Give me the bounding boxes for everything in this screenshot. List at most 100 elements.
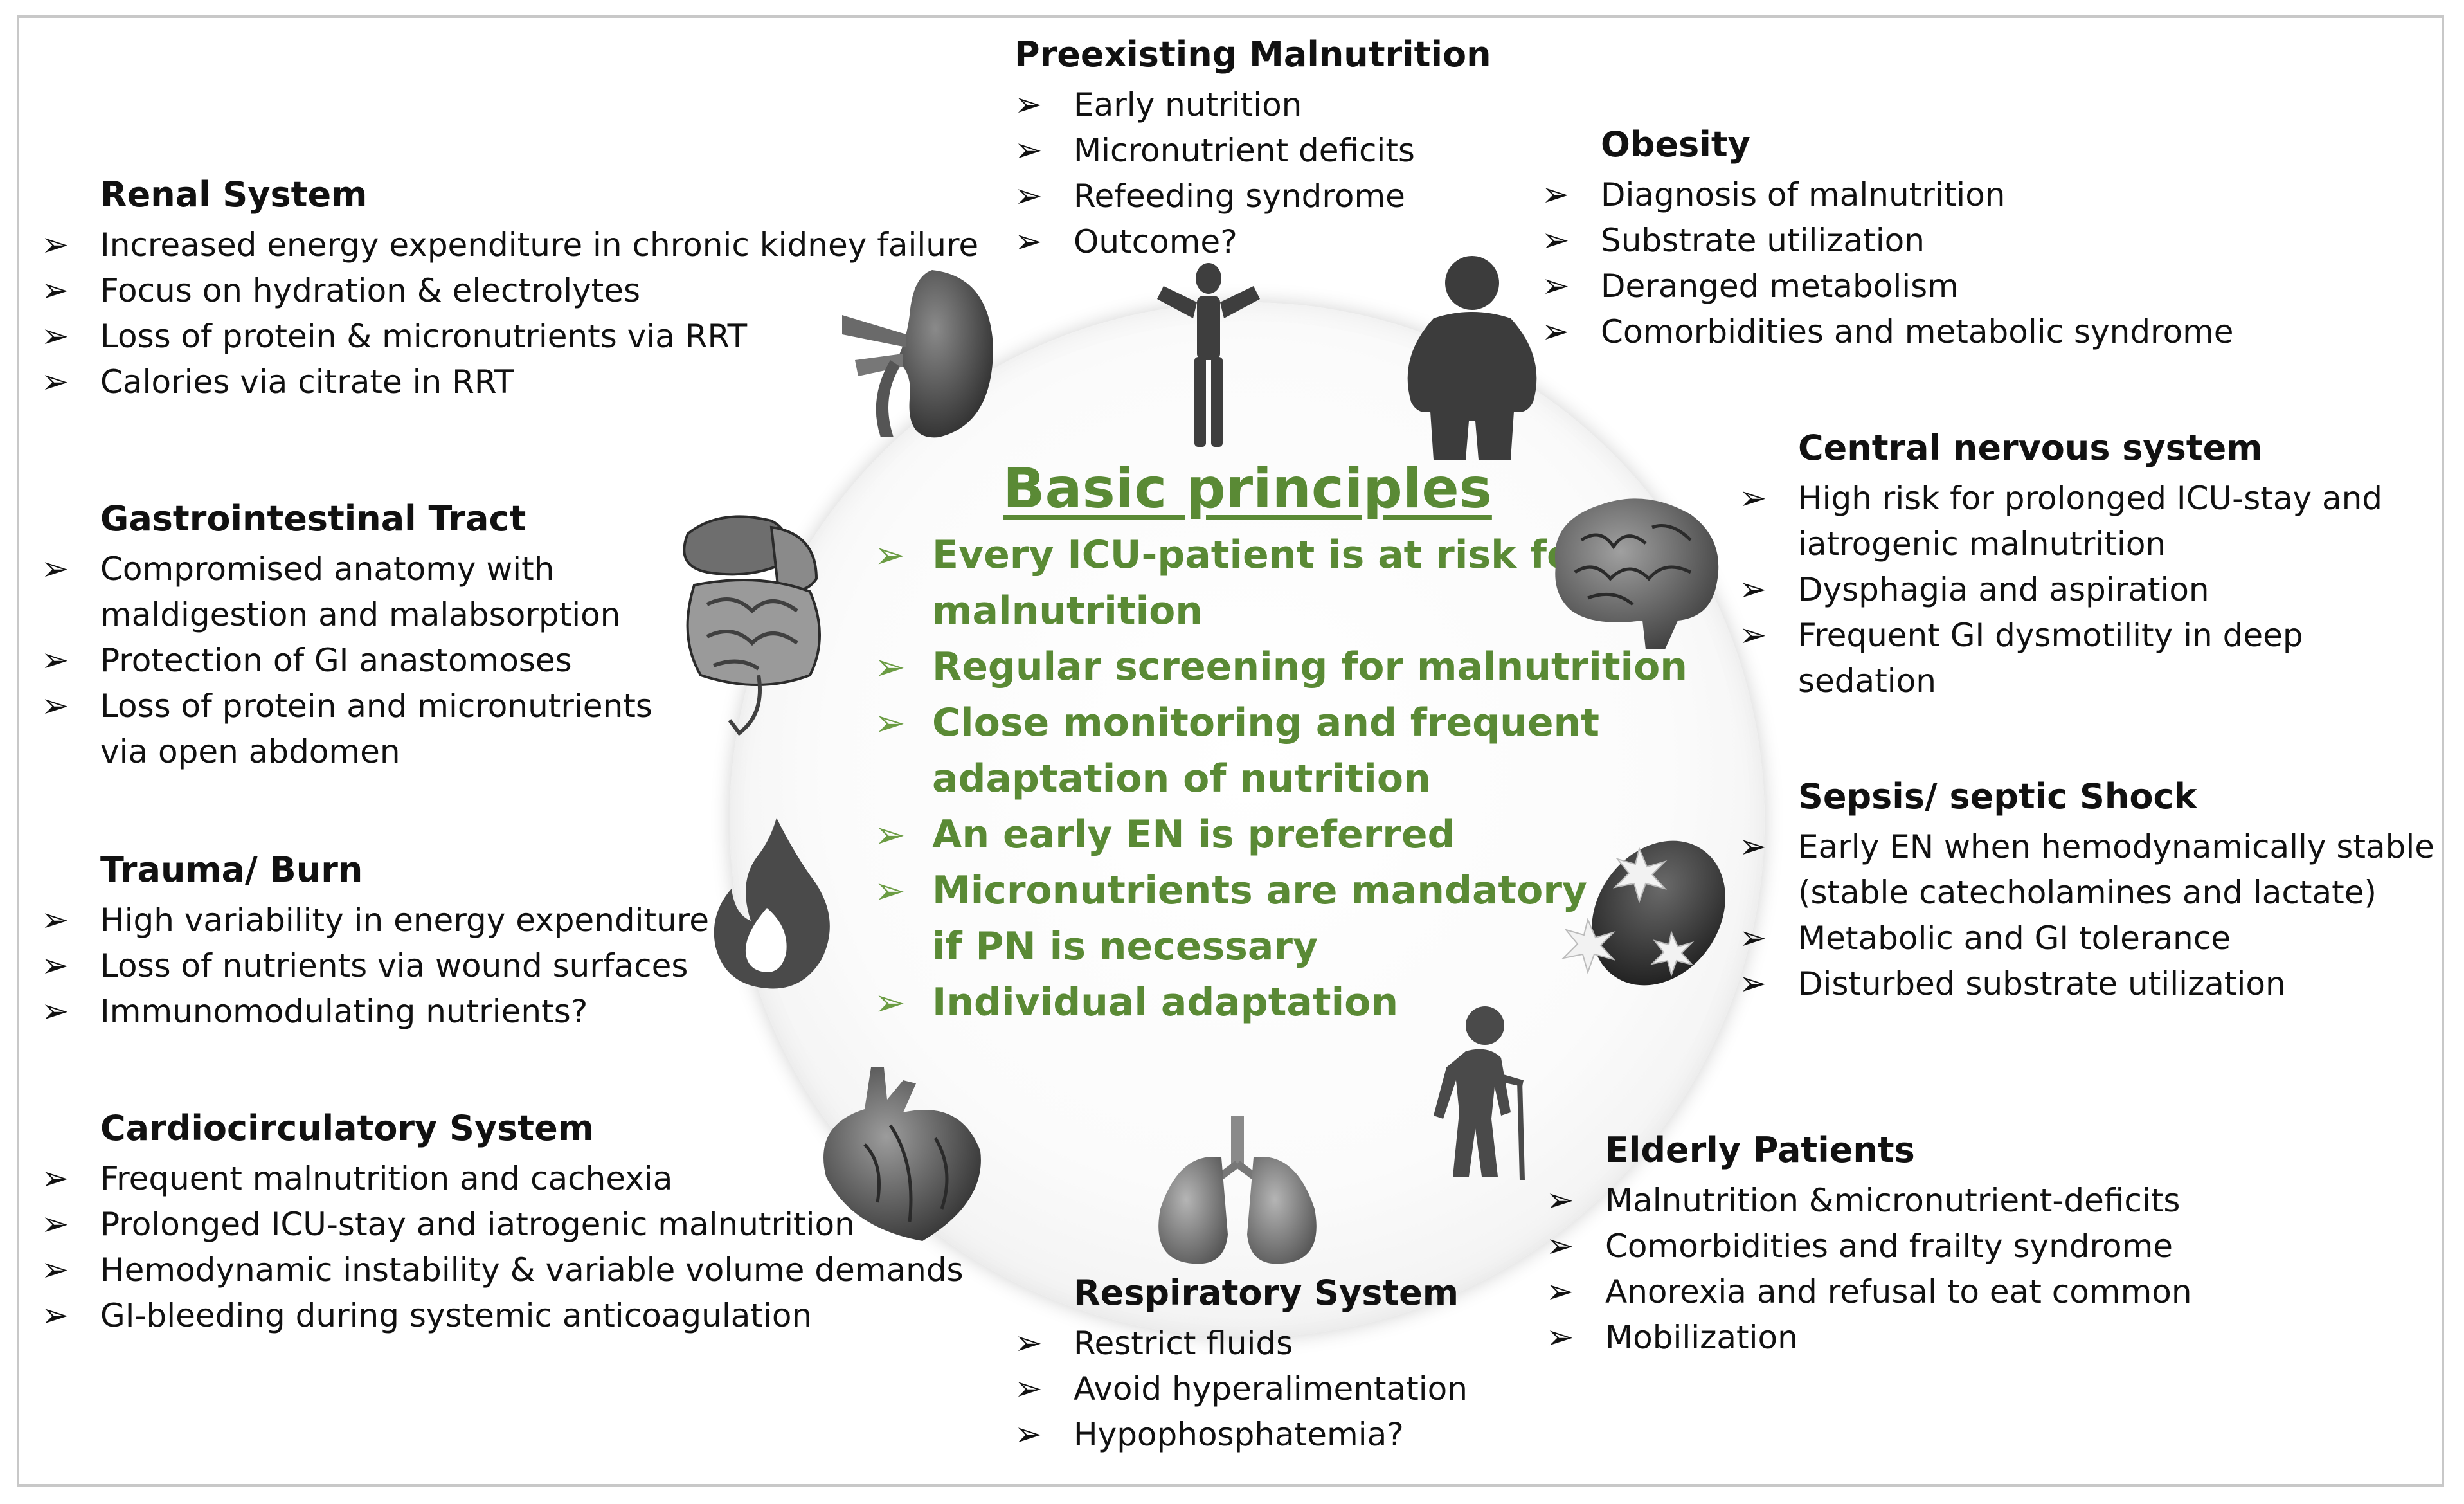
list-item: ➢ Individual adaptation [874,975,1687,1031]
obese-person-icon [1407,256,1537,460]
arrow-bullet-icon: ➢ [1014,177,1043,215]
arrow-bullet-icon: ➢ [874,533,906,577]
list-item: ➢ Loss of protein & micronutrients via RR… [41,314,978,359]
list-item-text: Refeeding syndrome [1074,177,1405,215]
list-item-text: Calories via citrate in RRT [100,363,514,401]
list-item-text: Close monitoring and frequent adaptation… [932,700,1599,801]
arrow-bullet-icon: ➢ [41,641,69,680]
section-list: ➢High variability in energy expenditure➢… [41,898,709,1035]
section-list: ➢Early nutrition➢Micronutrient deficits➢… [1014,82,1491,265]
list-item-text: GI-bleeding during systemic anticoagulat… [100,1297,813,1334]
section-list: ➢ Increased energy expenditure in chronic… [41,222,978,405]
list-item-text: Frequent malnutrition and cachexia [100,1160,673,1197]
arrow-bullet-icon: ➢ [1542,313,1570,351]
list-item-text: Loss of protein and micronutrients via o… [100,687,652,770]
list-item: ➢Protection of GI anastomoses [41,638,652,684]
basic-principles-title: Basic principles [1003,457,1492,521]
arrow-bullet-icon: ➢ [41,363,69,401]
section-title: Preexisting Malnutrition [1014,34,1491,75]
arrow-bullet-icon: ➢ [1739,570,1767,609]
list-item-text: Comorbidities and frailty syndrome [1605,1228,2173,1265]
list-item: ➢Early nutrition [1014,82,1491,128]
arrow-bullet-icon: ➢ [41,1159,69,1198]
elderly-person-icon [1434,1006,1525,1180]
list-item-text: Prolonged ICU-stay and iatrogenic malnut… [100,1206,855,1243]
list-item: ➢Micronutrient deficits [1014,128,1491,174]
section-title: Sepsis/ septic Shock [1798,776,2197,817]
list-item: ➢Outcome? [1014,219,1491,265]
list-item-text: Disturbed substrate utilization [1798,965,2286,1002]
arrow-bullet-icon: ➢ [41,947,69,985]
list-item: ➢Anorexia and refusal to eat common [1546,1269,2192,1315]
arrow-bullet-icon: ➢ [1014,1415,1043,1454]
section-list: ➢ Diagnosis of malnutrition ➢ Substrate uti… [1542,172,2234,355]
section-sepsis-septic-shock: Sepsis/ septic Shock ➢ Early EN when hemo… [1739,774,2434,1007]
list-item-text: Substrate utilization [1601,222,1925,259]
arrow-bullet-icon: ➢ [1542,221,1570,260]
list-item-text: Individual adaptation [932,980,1399,1025]
section-title: Cardiocirculatory System [100,1108,594,1148]
list-item-text: Outcome? [1074,223,1237,260]
list-item: ➢Metabolic and GI tolerance [1739,916,2434,961]
section-title: Respiratory System [1074,1273,1459,1313]
list-item: ➢Immunomodulating nutrients? [41,989,709,1035]
list-item-text: Increased energy expenditure in chronic … [100,226,979,264]
list-item: ➢ Calories via citrate in RRT [41,359,978,405]
kidney-icon [842,270,993,438]
section-cardiocirculatory-system: Cardiocirculatory System ➢ Frequent malnu… [41,1106,964,1339]
list-item-text: Early EN when hemodynamically stable (st… [1798,828,2435,911]
brain-icon [1554,498,1719,649]
flame-icon [714,818,830,989]
section-respiratory-system: Respiratory System ➢Restrict fluids➢Avoi… [1014,1271,1468,1458]
list-item-text: Avoid hyperalimentation [1074,1370,1468,1408]
list-item-text: Deranged metabolism [1601,267,1959,305]
section-elderly-patients: Elderly Patients ➢Malnutrition &micronut… [1546,1128,2192,1361]
arrow-bullet-icon: ➢ [41,317,69,356]
arrow-bullet-icon: ➢ [1739,479,1767,518]
arrow-bullet-icon: ➢ [1014,131,1043,170]
list-item-text: Diagnosis of malnutrition [1601,176,2006,213]
list-item: ➢ Deranged metabolism [1542,264,2234,309]
list-item: ➢ High variability in energy expenditure [41,898,709,943]
list-item: ➢ Substrate utilization [1542,218,2234,264]
section-list: ➢Restrict fluids➢Avoid hyperalimentation… [1014,1321,1468,1458]
section-title: Central nervous system [1798,428,2263,468]
list-item-text: Metabolic and GI tolerance [1798,920,2231,957]
list-item: ➢Increased energy expenditure in chronic… [41,222,978,268]
arrow-bullet-icon: ➢ [41,901,69,939]
list-item: ➢Hemodynamic instability & variable volu… [41,1247,964,1293]
list-item: ➢ Frequent malnutrition and cachexia [41,1156,964,1202]
list-item: ➢ Avoid hyperalimentation [1014,1366,1468,1412]
list-item: ➢Malnutrition &micronutrient-deficits [1546,1178,2192,1224]
list-item-text: Early nutrition [1074,86,1302,123]
list-item: ➢High risk for prolonged ICU-stay and ia… [1739,476,2382,567]
list-item-text: High variability in energy expenditure [100,901,710,939]
list-item: ➢Disturbed substrate utilization [1739,961,2434,1007]
list-item-text: Regular screening for malnutrition [932,644,1688,689]
list-item-text: Compromised anatomy with maldigestion an… [100,550,621,633]
arrow-bullet-icon: ➢ [1542,267,1570,305]
list-item-text: Loss of protein & micronutrients via RRT [100,318,748,355]
list-item: ➢ GI-bleeding during systemic anticoagula… [41,1293,964,1339]
list-item-text: Focus on hydration & electrolytes [100,272,641,309]
arrow-bullet-icon: ➢ [1546,1273,1574,1311]
section-title: Obesity [1601,124,1750,165]
arrow-bullet-icon: ➢ [874,981,906,1024]
section-title: Trauma/ Burn [100,849,363,890]
arrow-bullet-icon: ➢ [1542,176,1570,214]
list-item: ➢Compromised anatomy with maldigestion a… [41,547,652,638]
list-item: ➢Dysphagia and aspiration [1739,567,2382,613]
section-list: ➢ Frequent malnutrition and cachexia ➢ Prol… [41,1156,964,1339]
section-title: Renal System [100,174,368,215]
arrow-bullet-icon: ➢ [41,1296,69,1335]
arrow-bullet-icon: ➢ [1546,1181,1574,1220]
list-item: ➢Comorbidities and frailty syndrome [1546,1224,2192,1269]
list-item: ➢ Hypophosphatemia? [1014,1412,1468,1458]
arrow-bullet-icon: ➢ [41,1251,69,1289]
arrow-bullet-icon: ➢ [41,687,69,725]
list-item-text: Mobilization [1605,1319,1798,1356]
arrow-bullet-icon: ➢ [1014,1370,1043,1408]
list-item-text: Hypophosphatemia? [1074,1416,1404,1453]
arrow-bullet-icon: ➢ [874,701,906,745]
arrow-bullet-icon: ➢ [1739,828,1767,866]
